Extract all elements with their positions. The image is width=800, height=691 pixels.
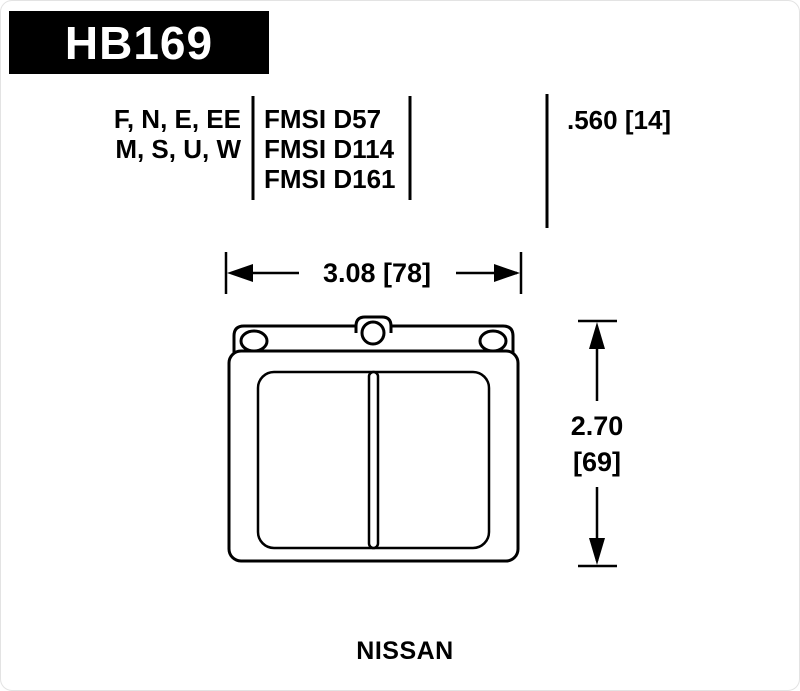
part-number: HB169 bbox=[64, 16, 214, 69]
fmsi-list: FMSI D57 FMSI D114 FMSI D161 bbox=[264, 104, 396, 194]
pad-body bbox=[227, 349, 520, 563]
center-hole bbox=[360, 320, 386, 346]
right-hole bbox=[478, 329, 508, 353]
compound-codes-line: F, N, E, EE bbox=[113, 104, 241, 134]
center-slot bbox=[367, 370, 380, 550]
friction-material-outline bbox=[256, 370, 491, 550]
compound-codes: F, N, E, EE M, S, U, W bbox=[41, 104, 241, 164]
up-arrowhead-icon bbox=[589, 322, 605, 349]
fmsi-item: FMSI D114 bbox=[264, 134, 395, 164]
height-dimension-label: 2.70 [69] bbox=[557, 408, 637, 480]
right-arrowhead-icon bbox=[494, 264, 520, 282]
application-label: NISSAN bbox=[356, 637, 454, 665]
pad-thickness: .560 [14] bbox=[567, 105, 672, 135]
width-dimension-label: 3.08 [78] bbox=[322, 258, 432, 288]
left-hole bbox=[239, 329, 269, 353]
pad-flange bbox=[232, 324, 515, 357]
brake-pad-outline bbox=[227, 315, 520, 563]
height-dimension-inches: 2.70 bbox=[570, 411, 624, 441]
height-dimension-mm: [69] bbox=[572, 447, 621, 477]
pad-center-tab bbox=[354, 315, 393, 333]
down-arrowhead-icon bbox=[589, 538, 605, 565]
left-arrowhead-icon bbox=[227, 264, 253, 282]
compound-codes-line: M, S, U, W bbox=[115, 134, 241, 164]
fmsi-item: FMSI D161 bbox=[264, 164, 396, 194]
fmsi-item: FMSI D57 bbox=[264, 104, 382, 134]
part-number-bar: HB169 bbox=[9, 11, 269, 74]
